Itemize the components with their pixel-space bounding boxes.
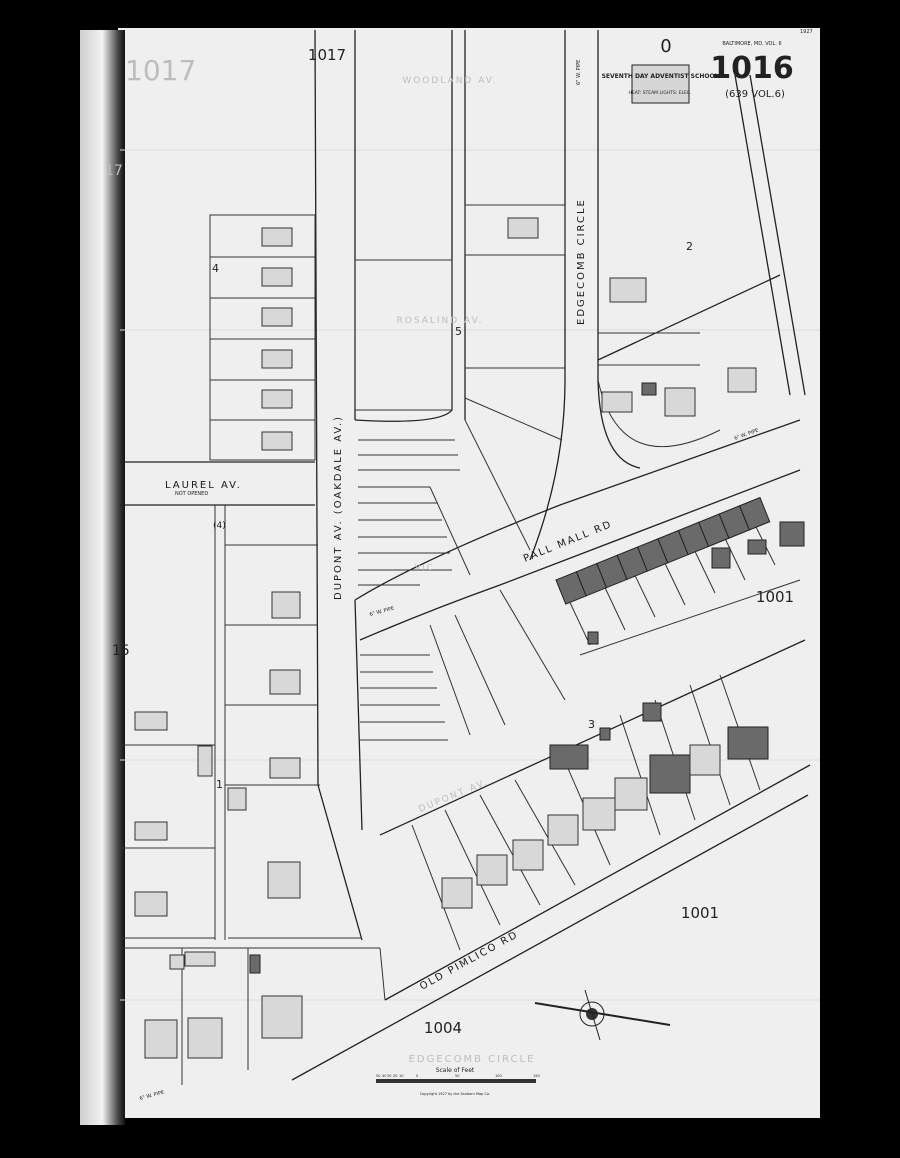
adjacent-sheet-top: 0 <box>660 36 671 57</box>
adjacent-sheet-1001-upper: 1001 <box>756 588 794 606</box>
block-1: 1 <box>216 778 223 791</box>
water-pipe-label: 6" W. PIPE <box>576 60 582 85</box>
block-4: 4 <box>212 262 219 275</box>
faded-sheet-number: 1017 <box>125 54 196 87</box>
svg-text:20: 20 <box>393 1074 397 1078</box>
block-5: 5 <box>455 325 462 338</box>
label-edgecomb-circle-bottom: EDGECOMB CIRCLE <box>409 1054 536 1065</box>
svg-text:HEAT: STEAM LIGHTS: ELEC.: HEAT: STEAM LIGHTS: ELEC. <box>628 90 691 96</box>
svg-text:SEVENTH DAY ADVENTIST SCHOOL: SEVENTH DAY ADVENTIST SCHOOL <box>602 73 719 80</box>
label-dupont-av: DUPONT AV. (OAKDALE AV.) <box>333 415 344 600</box>
label-vicinity: VIC <box>415 563 434 572</box>
svg-text:0: 0 <box>416 1074 418 1078</box>
svg-text:40: 40 <box>382 1074 386 1078</box>
adjacent-sheet-1001-lower: 1001 <box>681 904 719 922</box>
adjacent-sheet-left: 1017 <box>308 46 346 64</box>
svg-text:150: 150 <box>533 1074 540 1078</box>
city-header: BALTIMORE, MD. VOL. 6 <box>722 41 781 47</box>
scale-of-feet: Scale of Feet 50 40 30 20 10 0 50 100 15… <box>376 1067 540 1096</box>
volume-reference: (639 VOL.6) <box>725 89 785 100</box>
compass-rose <box>534 989 671 1041</box>
block-15: 15 <box>112 643 130 659</box>
svg-text:10: 10 <box>399 1074 403 1078</box>
label-edgecomb-circle: EDGECOMB CIRCLE <box>576 198 587 325</box>
label-woodland-av: WOODLAND AV. <box>402 76 497 86</box>
label-laurel-av: LAUREL AV. <box>165 480 242 491</box>
svg-text:50: 50 <box>455 1074 459 1078</box>
svg-text:100: 100 <box>495 1074 502 1078</box>
svg-text:Scale of Feet: Scale of Feet <box>436 1067 475 1074</box>
label-laurel-not-opened: NOT OPENED <box>175 491 208 497</box>
svg-text:50: 50 <box>376 1074 380 1078</box>
dwellings <box>134 217 805 1059</box>
seventh-day-adventist-school: SEVENTH DAY ADVENTIST SCHOOL HEAT: STEAM… <box>602 64 719 104</box>
svg-text:30: 30 <box>387 1074 391 1078</box>
block-2: 2 <box>686 240 693 253</box>
folded-left-edge <box>80 30 125 1125</box>
adjacent-sheet-1004: 1004 <box>424 1019 462 1037</box>
copyright: Copyright 1927 by the Sanborn Map Co. <box>420 1092 490 1096</box>
header-year: 1927 <box>800 29 813 35</box>
block-4-paren: (4) <box>213 521 226 531</box>
label-rosalind-av: ROSALIND AV. <box>396 316 483 326</box>
block-3: 3 <box>588 718 595 731</box>
sheet-number: 1016 <box>710 51 794 86</box>
old-pimlico-road <box>291 639 811 1081</box>
unopened-road-right <box>597 74 806 396</box>
laurel-avenue <box>120 461 315 506</box>
faded-block-17: 17 <box>105 163 123 179</box>
row-houses <box>555 496 771 605</box>
